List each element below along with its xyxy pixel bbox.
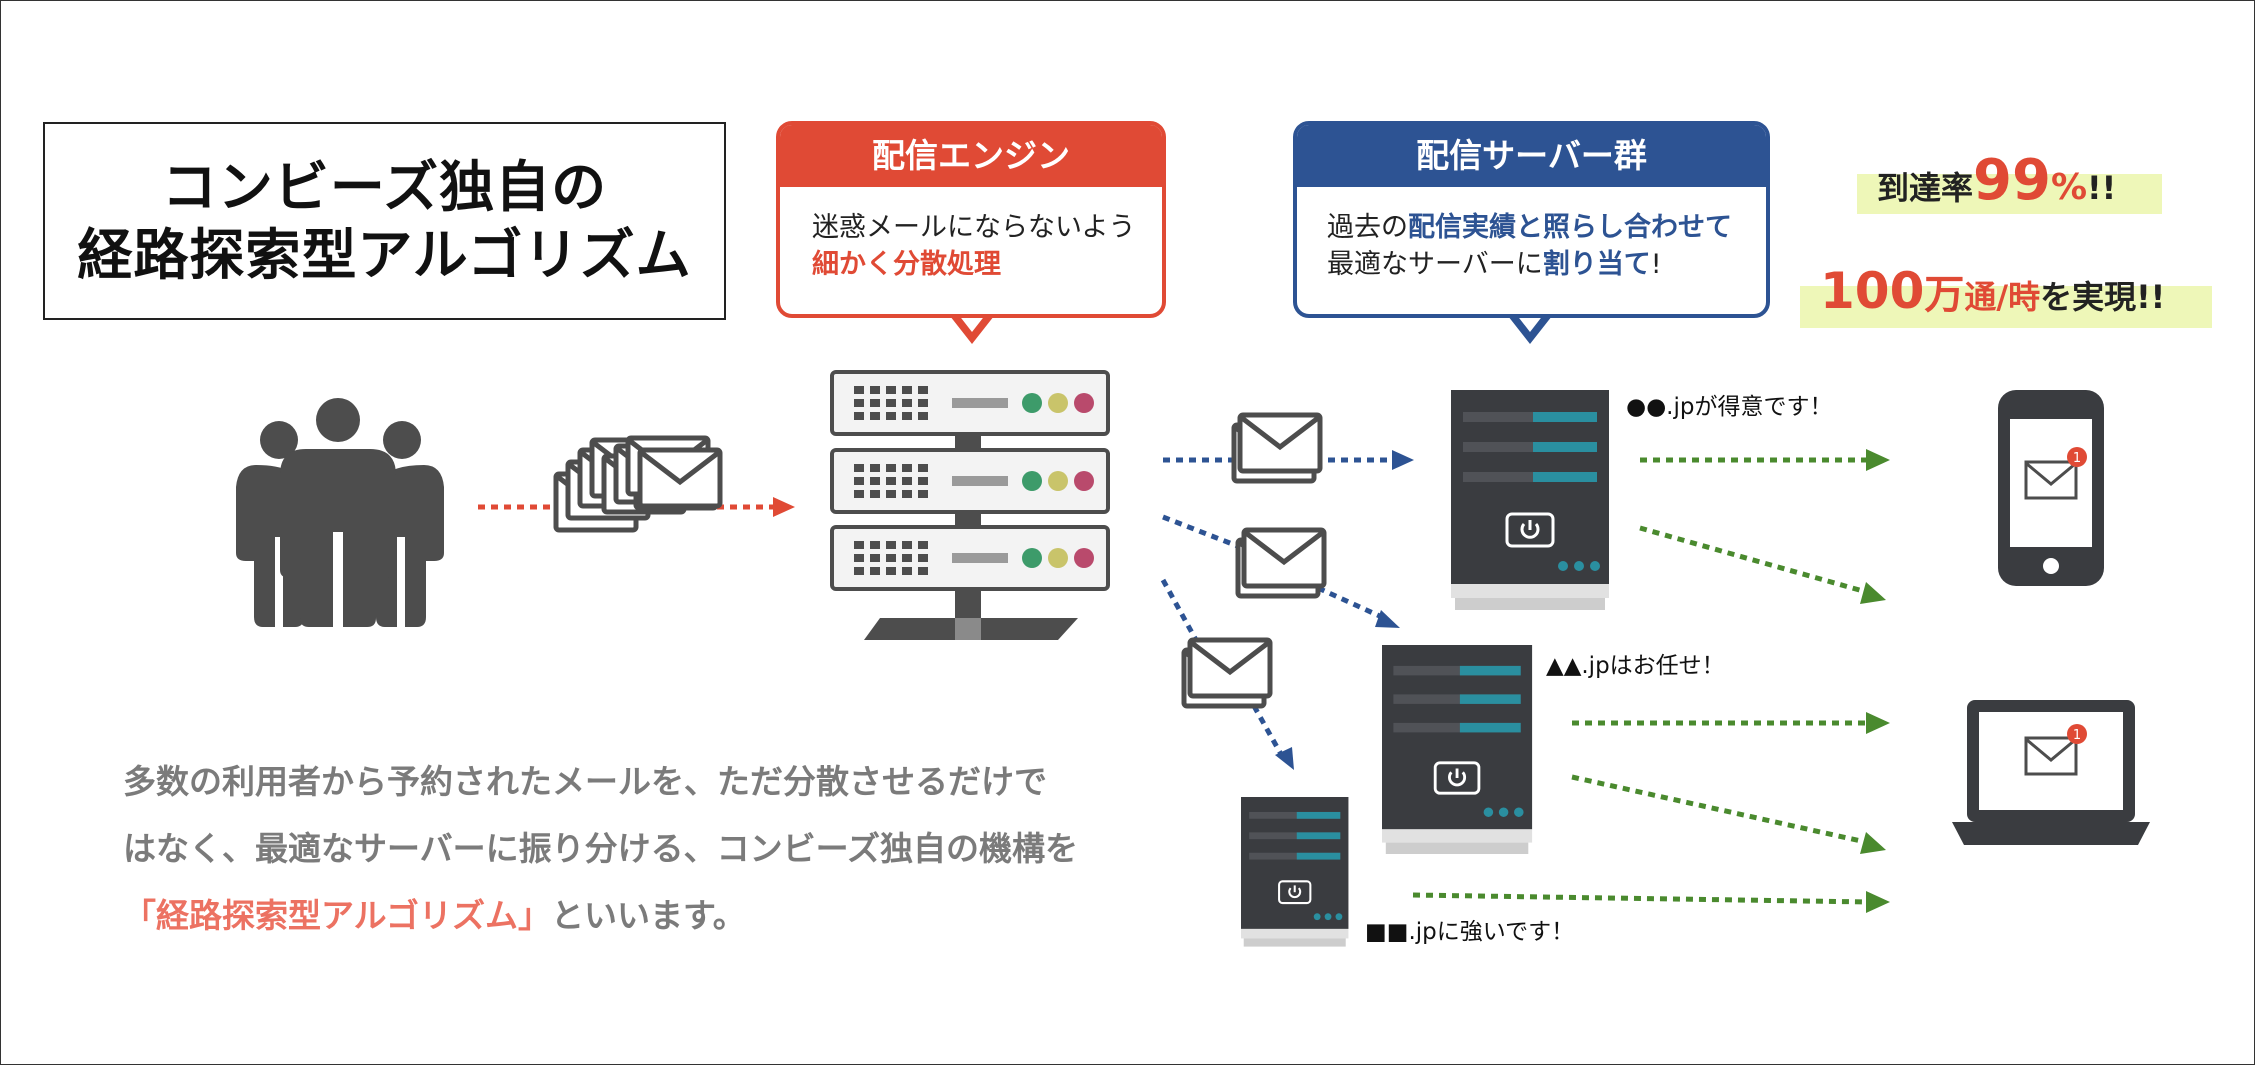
engine-heading: 配信エンジン xyxy=(780,125,1162,187)
engine-line-2: 細かく分散処理 xyxy=(812,249,1001,280)
throughput-stat: 100万通/時を実現!! xyxy=(1800,252,2212,330)
delivery-rate-unit: % xyxy=(2050,167,2088,208)
users-icon xyxy=(236,398,444,627)
delivery-rate-highlight xyxy=(1857,174,2162,214)
phone-badge-count: 1 xyxy=(2073,451,2081,466)
description-line-1: 多数の利用者から予約されたメールを、ただ分散させるだけで xyxy=(123,762,1047,801)
servers-line-2-emphasis: 割り当て xyxy=(1542,249,1651,280)
delivery-rate-prefix: 到達率 xyxy=(1877,169,1974,207)
delivery-rate-stat: 到達率99%!! xyxy=(1857,144,2162,218)
description-highlight: 「経路探索型アルゴリズム」 xyxy=(123,896,552,935)
delivery-engine-server-icon xyxy=(830,370,1110,640)
laptop-icon: 1 xyxy=(1952,700,2150,845)
title-box: コンビーズ独自の 経路探索型アルゴリズム xyxy=(43,122,726,320)
server-2-label: ▲▲.jpはお任せ！ xyxy=(1546,653,1725,679)
engine-body: 迷惑メールにならないよう 細かく分散処理 xyxy=(780,187,1162,283)
servers-line-2-end: ! xyxy=(1650,249,1662,280)
throughput-value: 100 xyxy=(1820,262,1925,320)
laptop-badge-count: 1 xyxy=(2073,728,2081,743)
throughput-rate: 通/時 xyxy=(1964,278,2041,316)
server-3-label: ■■.jpに強いです！ xyxy=(1365,919,1575,945)
description-line-3-rest: といいます。 xyxy=(551,896,746,935)
description: 多数の利用者から予約されたメールを、ただ分散させるだけで はなく、最適なサーバー… xyxy=(123,748,1133,949)
envelope-icon xyxy=(1234,415,1320,481)
servers-line-1-plain: 過去の xyxy=(1327,212,1408,243)
servers-line-2: 最適なサーバーに割り当て! xyxy=(1327,246,1766,283)
smartphone-icon: 1 xyxy=(1998,390,2104,586)
throughput-suffix: を実現!! xyxy=(2040,278,2166,316)
title-line-2: 経路探索型アルゴリズム xyxy=(77,223,692,287)
servers-bubble: 配信サーバー群 過去の配信実績と照らし合わせて 最適なサーバーに割り当て! xyxy=(1293,121,1770,318)
servers-line-1: 過去の配信実績と照らし合わせて xyxy=(1327,209,1766,246)
server-tower-icon xyxy=(1380,643,1534,856)
description-line-2: はなく、最適なサーバーに振り分ける、コンビーズ独自の機構を xyxy=(123,829,1079,868)
engine-bubble: 配信エンジン 迷惑メールにならないよう 細かく分散処理 xyxy=(776,121,1166,318)
delivery-rate-suffix: !! xyxy=(2087,169,2117,207)
servers-line-1-emphasis: 配信実績と照らし合わせて xyxy=(1408,212,1732,243)
title-line-1: コンビーズ独自の xyxy=(161,155,608,219)
envelope-stack-icon xyxy=(556,438,720,530)
servers-line-2-plain: 最適なサーバーに xyxy=(1327,249,1543,280)
servers-heading: 配信サーバー群 xyxy=(1297,125,1766,187)
server-1-label: ●●.jpが得意です！ xyxy=(1626,394,1833,420)
description-line-3: 「経路探索型アルゴリズム」といいます。 xyxy=(123,882,1133,949)
servers-body: 過去の配信実績と照らし合わせて 最適なサーバーに割り当て! xyxy=(1297,187,1766,283)
server-tower-icon xyxy=(1449,388,1611,612)
throughput-highlight xyxy=(1800,286,2212,328)
envelope-icon xyxy=(1184,640,1270,706)
delivery-rate-value: 99 xyxy=(1973,148,2051,213)
engine-line-1: 迷惑メールにならないよう xyxy=(812,212,1136,243)
throughput-unit: 万 xyxy=(1924,272,1965,318)
envelope-icon xyxy=(1238,530,1324,596)
server-tower-icon xyxy=(1239,795,1350,948)
